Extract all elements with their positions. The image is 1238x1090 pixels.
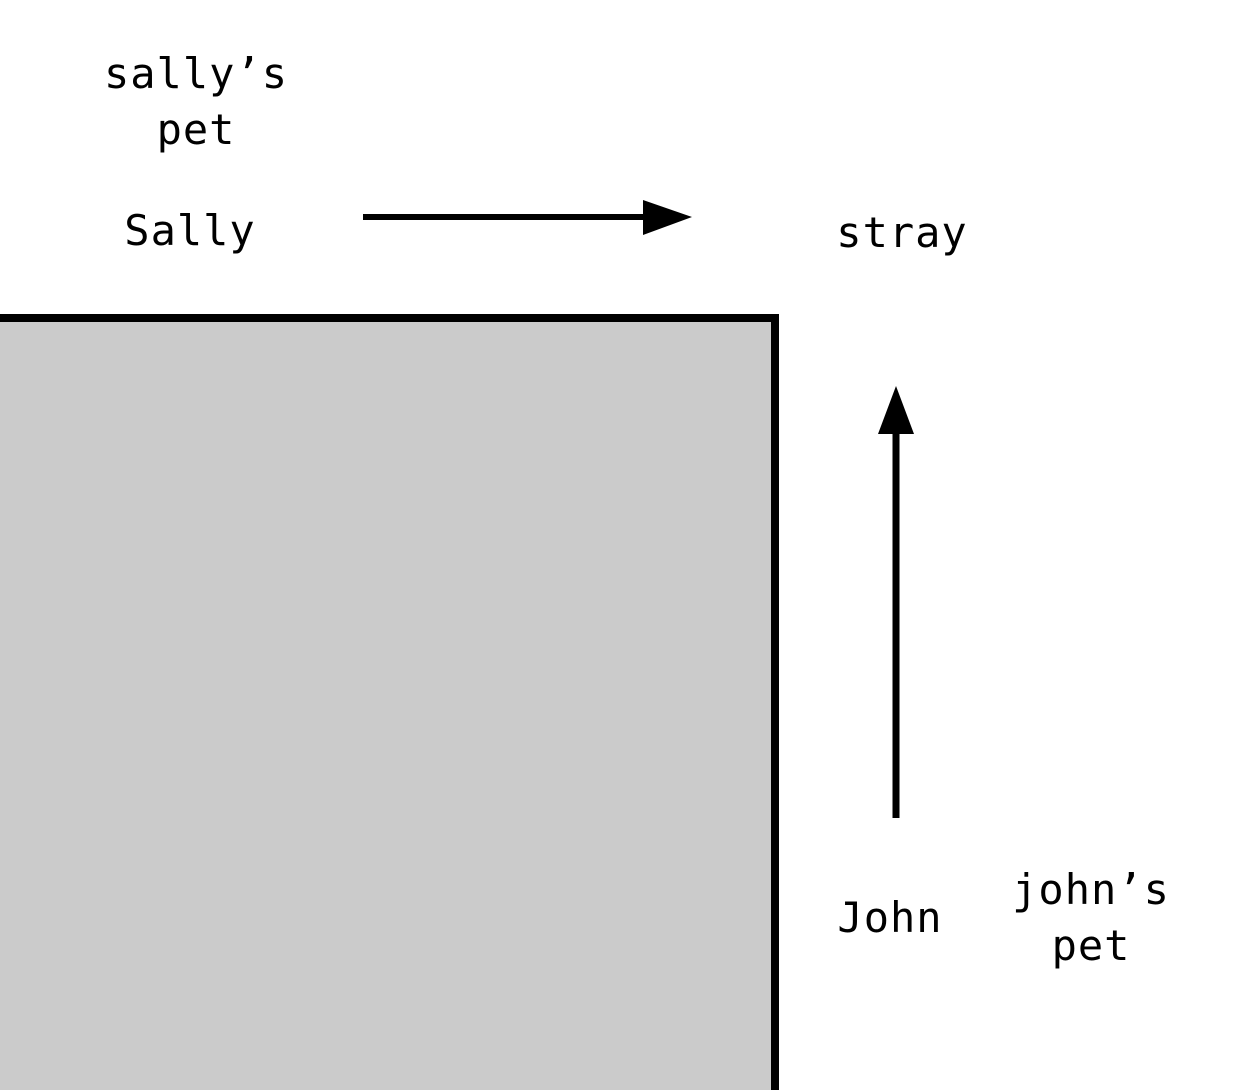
sally-pet-label-line1: sally’s	[103, 49, 288, 98]
john-pet-label: john’s pet	[994, 862, 1188, 974]
sally-pet-label-line2: pet	[156, 105, 236, 154]
john-pet-label-line2: pet	[1051, 921, 1131, 970]
arrow-john-to-stray-head	[878, 386, 914, 434]
arrow-sally-to-stray-head	[643, 200, 692, 235]
john-pet-label-line1: john’s	[1012, 865, 1170, 914]
sally-label: Sally	[124, 206, 256, 255]
john-label: John	[837, 893, 943, 942]
arrow-sally-to-stray	[363, 200, 692, 235]
gray-box	[0, 314, 779, 1090]
sally-pet-label: sally’s pet	[94, 46, 298, 158]
stray-label: stray	[836, 208, 968, 257]
arrow-john-to-stray	[878, 386, 914, 818]
